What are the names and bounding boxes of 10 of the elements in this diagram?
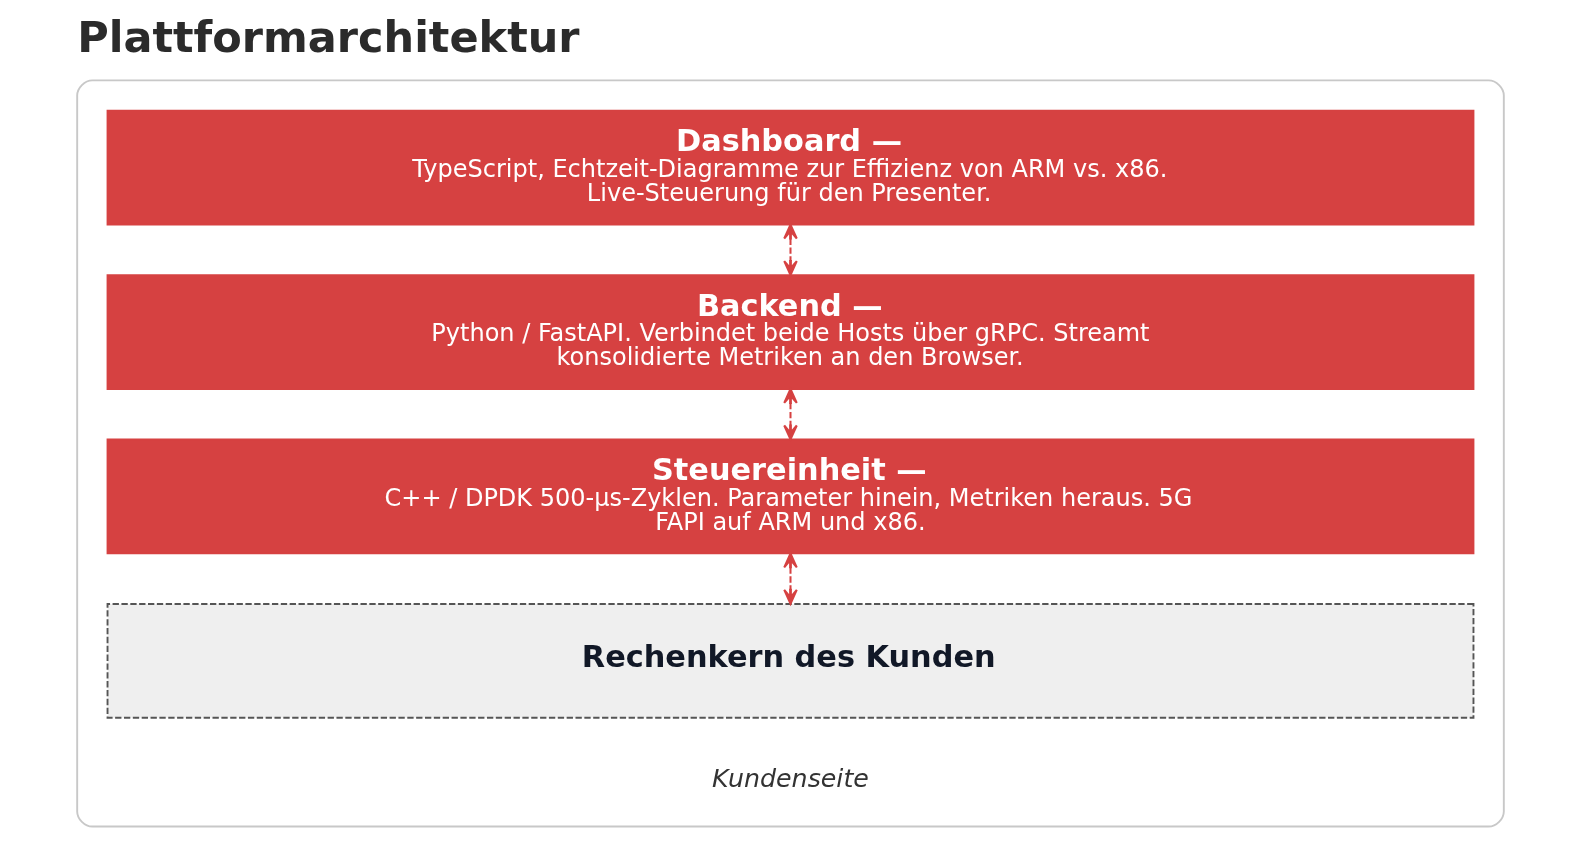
diagram-title: Plattformarchitektur <box>76 11 580 62</box>
node-box: Dashboard — TypeScript, Echtzeit-Diagramme zur Effizienz von ARM vs. x86. Live-Steuerung für den Presenter. <box>106 109 1474 226</box>
node-box: Rechenkern des Kunden <box>106 603 1474 719</box>
node-box: Backend — Python / FastAPI. Verbindet beide Hosts über gRPC. Streamt konsolidierte Metriken an den Browser. <box>106 274 1474 390</box>
node-box: Steuereinheit — C++ / DPDK 500-µs-Zyklen. Parameter hinein, Metriken heraus. 5G FAPI auf ARM und x86. <box>106 438 1474 555</box>
cluster <box>75 79 1505 828</box>
arrow <box>782 388 798 441</box>
arrow <box>782 223 798 276</box>
arrow <box>782 552 798 605</box>
node-label: Kundenseite <box>711 764 869 794</box>
